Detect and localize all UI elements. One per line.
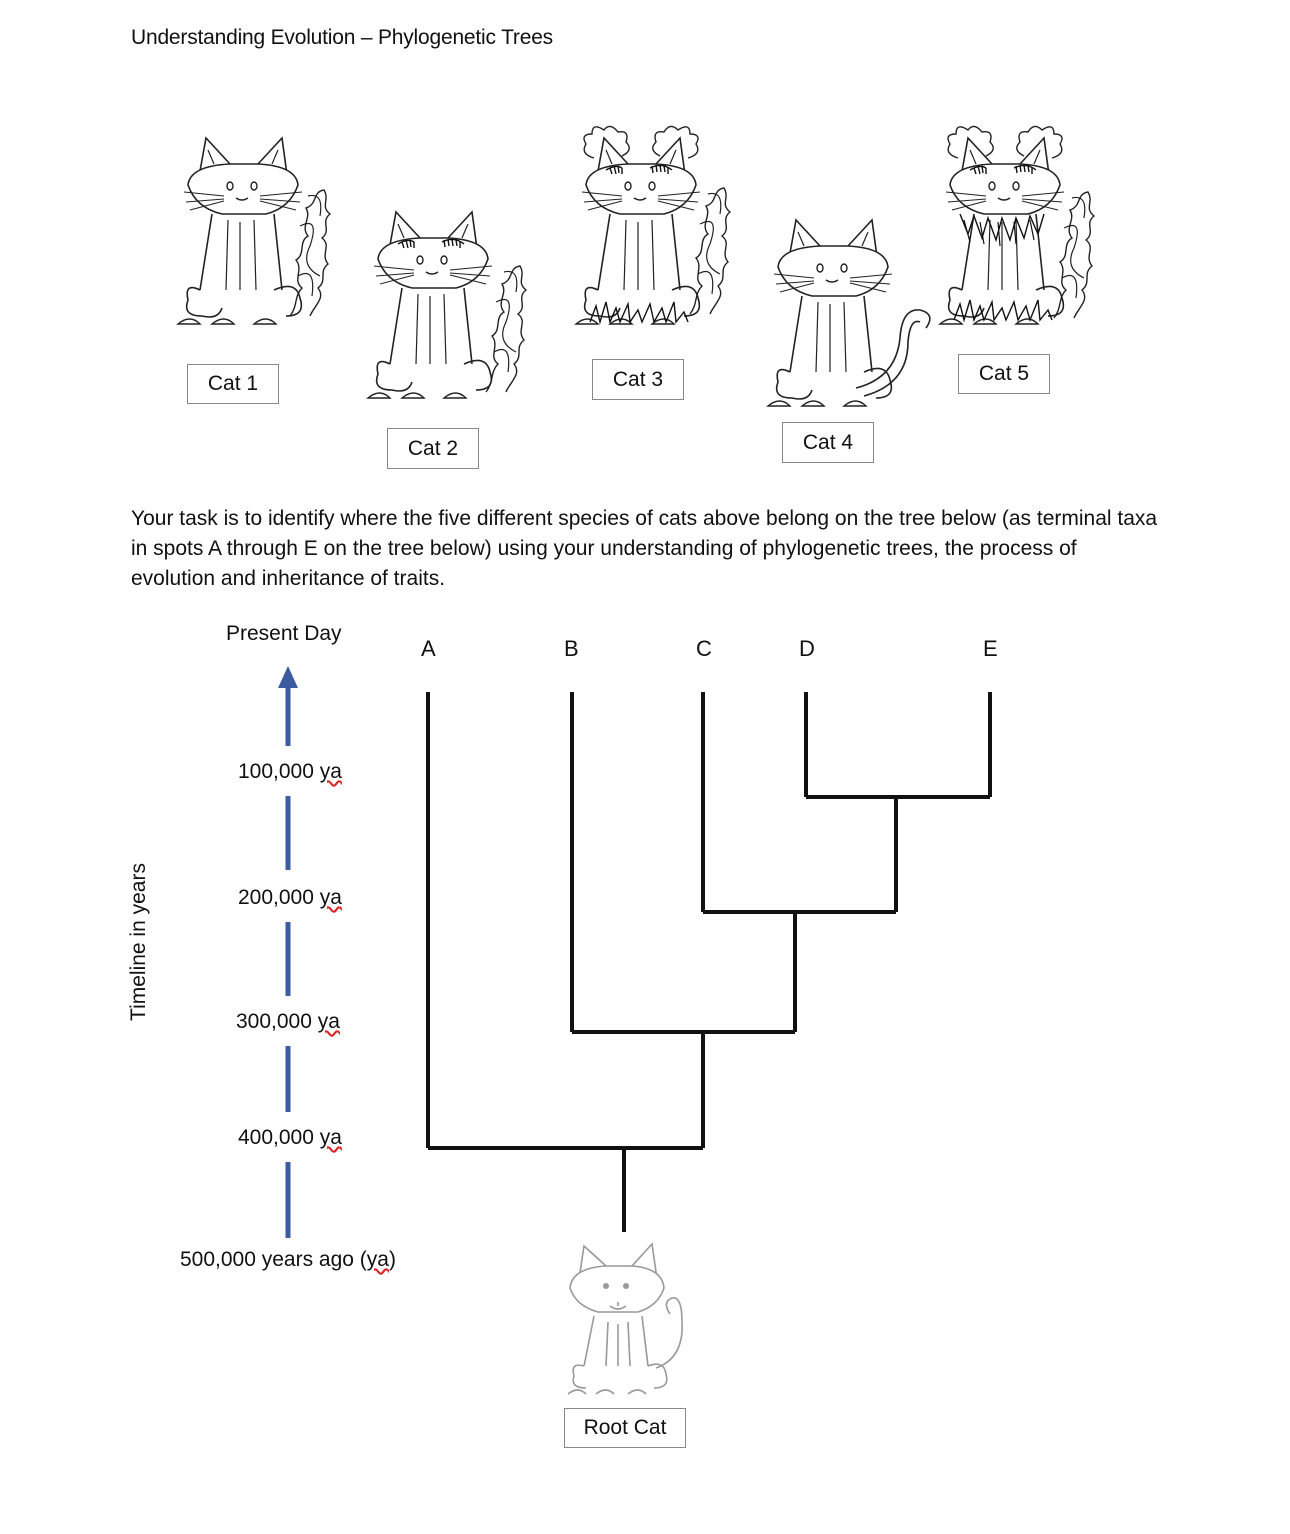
tick-400k-unit: ya	[319, 1126, 342, 1149]
tick-100k-number: 100,000	[238, 760, 314, 783]
bottom-label-suffix: )	[388, 1248, 396, 1271]
tick-200k-number: 200,000	[238, 886, 314, 909]
timeline-arrow	[278, 666, 298, 1238]
page-title: Understanding Evolution – Phylogenetic T…	[131, 26, 553, 49]
timeline-tick-300k: 300,000 ya	[236, 1010, 340, 1034]
cat-1-label: Cat 1	[187, 364, 279, 404]
tick-300k-unit: ya	[317, 1010, 340, 1033]
tip-label-d: D	[799, 636, 815, 661]
timeline-bottom-label: 500,000 years ago (ya)	[180, 1248, 396, 1272]
cat-5-label: Cat 5	[958, 354, 1050, 394]
timeline-tick-400k: 400,000 ya	[238, 1126, 342, 1150]
tree-branches	[426, 692, 992, 1232]
timeline-axis-title: Timeline in years	[126, 863, 150, 1021]
root-cat-label: Root Cat	[564, 1408, 686, 1448]
cat-2-label: Cat 2	[387, 428, 479, 469]
root-cat-illustration	[566, 1240, 696, 1400]
tick-200k-unit: ya	[319, 886, 342, 909]
tick-100k-unit: ya	[319, 760, 342, 783]
timeline-tick-100k: 100,000 ya	[238, 760, 342, 784]
bottom-label-unit: ya	[366, 1248, 389, 1271]
tick-400k-number: 400,000	[238, 1126, 314, 1149]
tick-300k-number: 300,000	[236, 1010, 312, 1033]
timeline-tick-200k: 200,000 ya	[238, 886, 342, 910]
task-instructions: Your task is to identify where the five …	[131, 507, 1158, 590]
cat-4-label: Cat 4	[782, 422, 874, 463]
tip-label-c: C	[696, 636, 712, 661]
bottom-label-prefix: 500,000 years ago (	[180, 1248, 367, 1271]
tip-label-a: A	[421, 636, 436, 661]
tip-label-e: E	[983, 636, 998, 661]
present-day-label: Present Day	[226, 622, 342, 645]
cat-3-label: Cat 3	[592, 359, 684, 400]
tip-label-b: B	[564, 636, 579, 661]
